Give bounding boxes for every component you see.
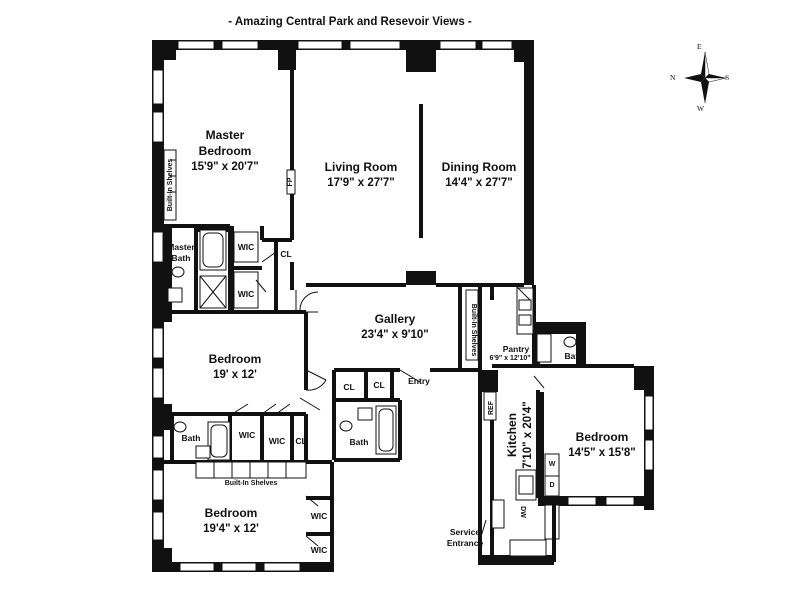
fixtures (167, 229, 577, 557)
entry-label: Entry (408, 376, 430, 386)
wic-label-5: WIC (310, 511, 328, 521)
bedroom-3-dim: 19'4" x 12' (203, 523, 259, 535)
master-bedroom-name-2: Bedroom (198, 144, 252, 158)
bedroom-2-dim: 19' x 12' (213, 369, 257, 381)
bath-label-left: Bath (181, 433, 201, 443)
washer-label: W (548, 461, 556, 468)
pantry-name: Pantry (502, 344, 530, 354)
built-in-shelves-gallery: Built-In Shelves (470, 303, 477, 357)
cl-label-3: CL (373, 380, 385, 390)
cl-label-4: CL (295, 436, 307, 446)
door-swings (231, 251, 545, 547)
gallery-name: Gallery (374, 312, 416, 326)
wic-label-2: WIC (237, 289, 255, 299)
master-bath-label-1: Master (167, 242, 195, 252)
bedroom-3-name: Bedroom (204, 506, 258, 520)
pantry-dim: 6'9" x 12'10" (489, 355, 531, 362)
bedroom-4-dim: 14'5" x 15'8" (568, 447, 636, 459)
dryer-label: D (549, 482, 555, 489)
built-in-shelves-left: Built-In Shelves (167, 158, 174, 212)
compass-east-label: E (697, 42, 702, 51)
built-in-shelves-bottom: Built-In Shelves (224, 480, 278, 487)
bedroom-2-name: Bedroom (208, 352, 262, 366)
master-bedroom-dim: 15'9" x 20'7" (191, 161, 259, 173)
shelf-dividers (163, 149, 479, 478)
service-entrance-label-2: Entrance (446, 538, 484, 548)
compass-icon (684, 51, 727, 104)
gallery-dim: 23'4" x 9'10" (361, 329, 429, 341)
wic-label-4: WIC (268, 436, 286, 446)
wic-label-1: WIC (237, 242, 255, 252)
service-entrance-label-1: Service (449, 527, 481, 537)
fireplace-label: FP (287, 177, 294, 187)
master-bath-label-2: Bath (171, 253, 191, 263)
dining-room-name: Dining Room (441, 160, 517, 174)
ref-label: REF (488, 401, 495, 415)
living-room-name: Living Room (324, 160, 398, 174)
exterior-walls (152, 40, 654, 572)
master-bedroom-name-1: Master (205, 128, 245, 142)
windows (152, 40, 654, 572)
kitchen-dim: 7'10" x 20'4" (522, 401, 534, 469)
dining-room-dim: 14'4" x 27'7" (445, 177, 513, 189)
cl-label-2: CL (343, 382, 355, 392)
compass-west-label: W (697, 104, 705, 113)
dw-label: DW (519, 506, 526, 518)
living-room-dim: 17'9" x 27'7" (327, 177, 395, 189)
compass-north-label: N (670, 73, 676, 82)
bath-label-right: Bath (564, 351, 584, 361)
bath-label-center: Bath (349, 437, 369, 447)
wic-label-3: WIC (238, 430, 256, 440)
wic-label-6: WIC (310, 545, 328, 555)
plan-title: - Amazing Central Park and Resevoir View… (228, 16, 472, 28)
compass-south-label: S (725, 73, 730, 82)
cl-label-1: CL (280, 249, 292, 259)
kitchen-name: Kitchen (505, 413, 519, 458)
bedroom-4-name: Bedroom (575, 430, 629, 444)
fireplace (286, 169, 296, 195)
